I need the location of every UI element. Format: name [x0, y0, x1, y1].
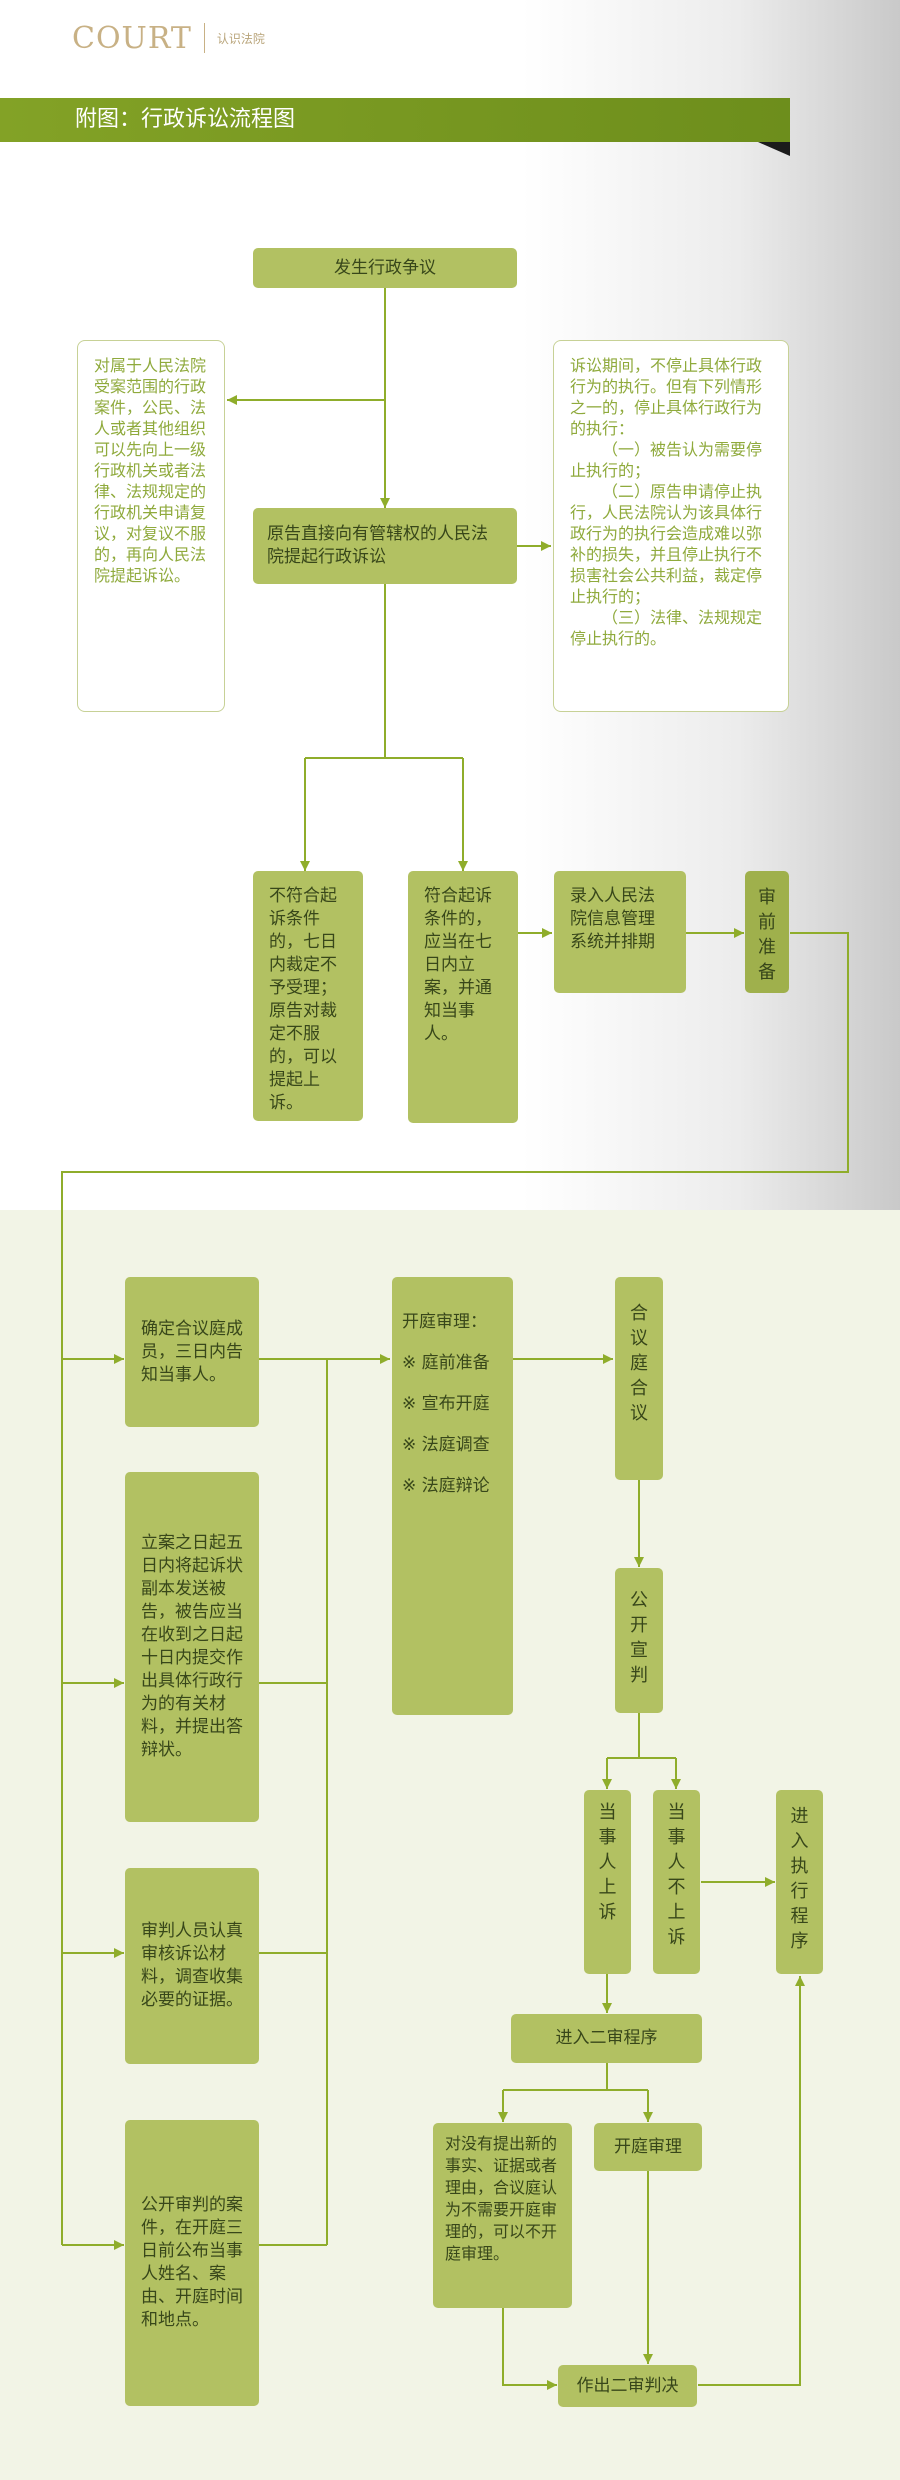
- title-banner: 附图：行政诉讼流程图: [0, 98, 790, 142]
- page-title: 附图：行政诉讼流程图: [75, 107, 296, 132]
- trial-step-open-court: ※ 宣布开庭: [402, 1394, 490, 1414]
- connector-no-hearing-to-judgment: [502, 2308, 557, 2390]
- node-party-appeals: 当事人上诉: [584, 1790, 631, 1974]
- node-label: 公开审判的案件，在开庭三日前公布当事人姓名、案由、开庭时间和地点。: [141, 2195, 243, 2330]
- node-label: 当事人不上诉: [667, 1802, 686, 1948]
- node-review-materials: 审判人员认真审核诉讼材料，调查收集必要的证据。: [125, 1868, 259, 2064]
- court-logo: COURT 认识法院: [72, 18, 265, 58]
- logo-wordmark: COURT: [72, 20, 192, 56]
- note-execution-suspension: 诉讼期间，不停止具体行政行为的执行。但有下列情形之一的，停止具体行政行为的执行：…: [553, 340, 789, 712]
- node-label: 合议庭合议: [629, 1303, 648, 1424]
- note-intro: 诉讼期间，不停止具体行政行为的执行。但有下列情形之一的，停止具体行政行为的执行：: [570, 356, 763, 438]
- node-second-instance: 进入二审程序: [511, 2014, 702, 2063]
- node-court-trial: 开庭审理： ※ 庭前准备 ※ 宣布开庭 ※ 法庭调查 ※ 法庭辩论: [392, 1277, 513, 1715]
- node-form-panel: 确定合议庭成员，三日内告知当事人。: [125, 1277, 259, 1427]
- node-label: 符合起诉条件的，应当在七日内立案，并通知当事人。: [424, 886, 492, 1044]
- node-party-no-appeal: 当事人不上诉: [653, 1790, 700, 1974]
- note-item-1: （一）被告认为需要停止执行的；: [570, 440, 763, 480]
- node-meet-conditions: 符合起诉条件的，应当在七日内立案，并通知当事人。: [408, 871, 518, 1123]
- connector-pretrial-to-bus: [61, 932, 849, 2245]
- node-no-hearing: 对没有提出新的事实、证据或者理由，合议庭认为不需要开庭审理的，可以不开庭审理。: [433, 2123, 572, 2308]
- node-label: 当事人上诉: [598, 1802, 617, 1923]
- node-label: 原告直接向有管辖权的人民法院提起行政诉讼: [267, 524, 488, 567]
- node-enforcement: 进入执行程序: [776, 1790, 823, 1974]
- logo-divider: [203, 23, 205, 53]
- node-label: 对没有提出新的事实、证据或者理由，合议庭认为不需要开庭审理的，可以不开庭审理。: [445, 2134, 558, 2263]
- node-label: 不符合起诉条件的，七日内裁定不予受理；原告对裁定不服的，可以提起上诉。: [269, 886, 337, 1113]
- node-label: 立案之日起五日内将起诉状副本发送被告，被告应当在收到之日起十日内提交作出具体行政…: [141, 1533, 243, 1760]
- node-pretrial-prep: 审前准备: [745, 871, 789, 993]
- node-label: 开庭审理: [614, 2136, 682, 2157]
- connector-judgment-to-execution: [698, 1976, 805, 2386]
- node-second-judgment: 作出二审判决: [558, 2365, 697, 2407]
- trial-title: 开庭审理：: [402, 1312, 487, 1332]
- logo-subtitle: 认识法院: [216, 31, 265, 46]
- trial-step-investigation: ※ 法庭调查: [402, 1435, 490, 1455]
- node-administrative-dispute: 发生行政争议: [253, 248, 517, 288]
- node-label: 发生行政争议: [334, 257, 436, 278]
- node-public-notice: 公开审判的案件，在开庭三日前公布当事人姓名、案由、开庭时间和地点。: [125, 2120, 259, 2406]
- note-item-2: （二）原告申请停止执行，人民法院认为该具体行政行为的执行会造成难以弥补的损失，并…: [570, 482, 763, 606]
- node-file-lawsuit: 原告直接向有管辖权的人民法院提起行政诉讼: [253, 508, 517, 584]
- note-item-3: （三）法律、法规规定停止执行的。: [570, 608, 763, 648]
- node-public-verdict: 公开宣判: [615, 1568, 663, 1713]
- node-panel-deliberation: 合议庭合议: [615, 1277, 663, 1480]
- node-label: 公开宣判: [629, 1590, 648, 1686]
- node-second-hearing: 开庭审理: [594, 2123, 702, 2171]
- node-not-meet-conditions: 不符合起诉条件的，七日内裁定不予受理；原告对裁定不服的，可以提起上诉。: [253, 871, 363, 1121]
- node-label: 进入执行程序: [790, 1806, 809, 1952]
- trial-step-pretrial: ※ 庭前准备: [402, 1353, 490, 1373]
- banner-fold-shadow: [758, 142, 790, 156]
- node-serve-complaint: 立案之日起五日内将起诉状副本发送被告，被告应当在收到之日起十日内提交作出具体行政…: [125, 1472, 259, 1822]
- node-label: 审前准备: [757, 887, 776, 983]
- node-register-system: 录入人民法院信息管理系统并排期: [554, 871, 686, 993]
- node-label: 录入人民法院信息管理系统并排期: [570, 886, 655, 952]
- node-label: 作出二审判决: [576, 2375, 679, 2396]
- node-label: 审判人员认真审核诉讼材料，调查收集必要的证据。: [141, 1921, 243, 2010]
- node-label: 进入二审程序: [555, 2028, 658, 2048]
- node-label: 确定合议庭成员，三日内告知当事人。: [141, 1318, 243, 1385]
- note-reconsideration: 对属于人民法院受案范围的行政案件，公民、法人或者其他组织可以先向上一级行政机关或…: [77, 340, 225, 712]
- note-text: 对属于人民法院受案范围的行政案件，公民、法人或者其他组织可以先向上一级行政机关或…: [94, 356, 207, 585]
- trial-step-debate: ※ 法庭辩论: [402, 1476, 490, 1496]
